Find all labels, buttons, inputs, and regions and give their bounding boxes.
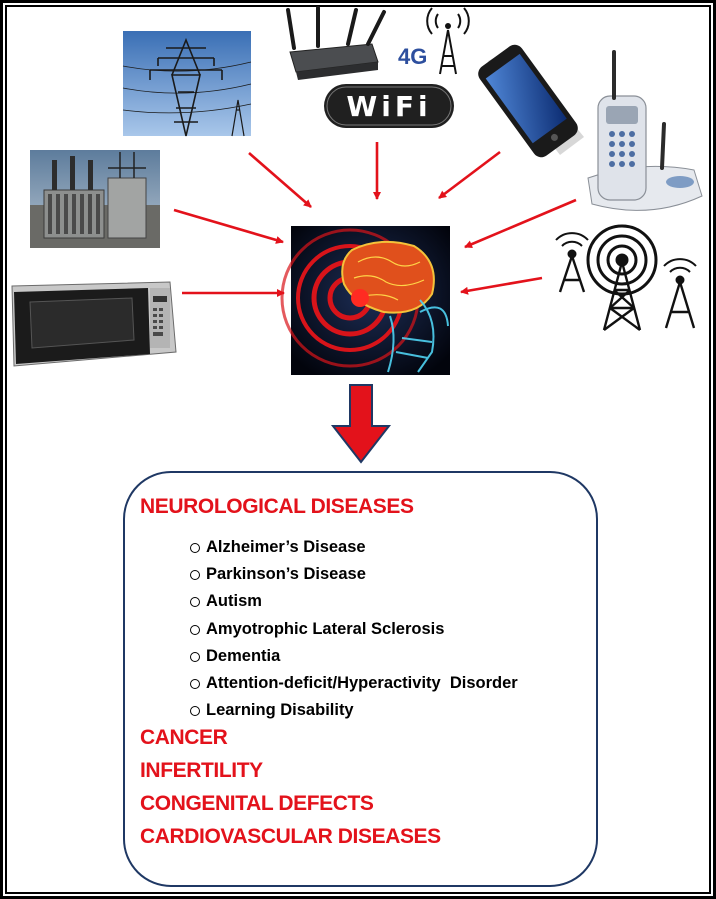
heading-cancer: CANCER	[140, 726, 228, 749]
network-label: 4G	[398, 44, 427, 69]
arrow-radio-towers	[460, 276, 543, 295]
neurological-diseases-list: Alzheimer’s Disease Parkinson’s Disease …	[190, 534, 518, 724]
radio-towers-icon	[555, 224, 697, 331]
wifi-badge-icon: WiFi	[324, 84, 454, 128]
bullet-icon	[190, 706, 200, 717]
heading-congenital-defects: CONGENITAL DEFECTS	[140, 792, 374, 815]
list-item: Dementia	[190, 643, 518, 670]
list-item-label: Attention-deficit/Hyperactivity Disorder	[206, 673, 518, 692]
list-item-label: Learning Disability	[206, 701, 354, 720]
list-item: Autism	[190, 588, 518, 615]
list-item-label: Dementia	[206, 646, 281, 665]
cordless-phone-icon	[587, 50, 703, 211]
bullet-icon	[190, 570, 200, 581]
bullet-icon	[190, 678, 200, 689]
list-item: Alzheimer’s Disease	[190, 534, 518, 561]
wifi-router-icon	[286, 6, 386, 80]
arrow-power-lines	[248, 152, 312, 208]
heading-infertility: INFERTILITY	[140, 759, 263, 782]
list-item: Attention-deficit/Hyperactivity Disorder	[190, 670, 518, 697]
list-item: Amyotrophic Lateral Sclerosis	[190, 616, 518, 643]
cell-tower-4g-icon: 4G	[398, 7, 470, 75]
list-item-label: Parkinson’s Disease	[206, 565, 366, 584]
bullet-icon	[190, 624, 200, 635]
heading-cardiovascular-diseases: CARDIOVASCULAR DISEASES	[140, 825, 441, 848]
bullet-icon	[190, 597, 200, 608]
wifi-label: WiFi	[346, 90, 431, 123]
brain-radiation-image	[280, 226, 450, 375]
list-item: Parkinson’s Disease	[190, 561, 518, 588]
power-lines-icon	[122, 31, 252, 137]
disease-box	[123, 471, 598, 887]
arrow-transformer	[173, 208, 284, 244]
down-arrow-icon	[330, 384, 392, 464]
list-item: Learning Disability	[190, 697, 518, 724]
arrows	[173, 142, 577, 297]
heading-neurological-diseases: NEUROLOGICAL DISEASES	[140, 495, 414, 518]
bullet-icon	[190, 651, 200, 662]
mobile-phone-icon	[478, 44, 584, 158]
bullet-icon	[190, 543, 200, 553]
transformer-substation-icon	[30, 150, 160, 248]
list-item-label: Amyotrophic Lateral Sclerosis	[206, 619, 445, 638]
arrow-cordless-phone	[464, 198, 577, 249]
arrow-mobile-phone	[438, 150, 501, 200]
list-item-label: Alzheimer’s Disease	[206, 538, 366, 556]
list-item-label: Autism	[206, 592, 262, 611]
microwave-oven-icon	[11, 281, 177, 367]
